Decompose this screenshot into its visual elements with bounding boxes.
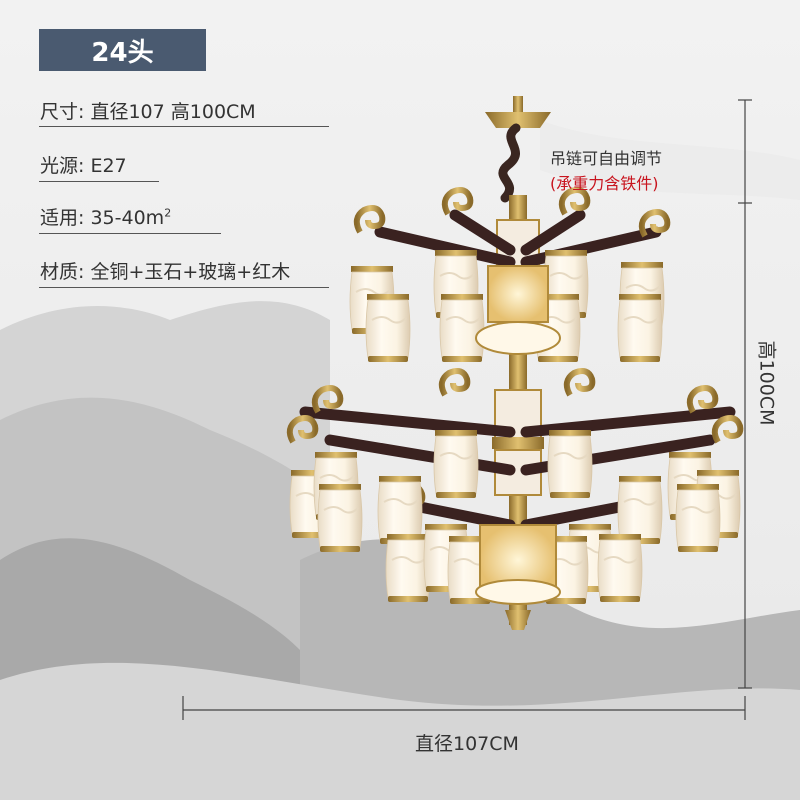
head-count-badge: 24头 xyxy=(39,29,206,71)
spec-area-superscript: 2 xyxy=(164,206,172,220)
diameter-label: 直径107CM xyxy=(415,733,519,755)
spec-light-value: E27 xyxy=(90,155,127,177)
chandelier-illustration xyxy=(290,96,741,630)
spec-size: 尺寸: 直径107 高100CM xyxy=(40,101,256,123)
spec-material-value: 全铜+玉石+玻璃+红木 xyxy=(90,261,291,283)
spec-area: 适用: 35-40m2 xyxy=(40,206,172,229)
head-count-label: 24头 xyxy=(91,37,154,68)
divider xyxy=(39,287,329,288)
spec-light-label: 光源 xyxy=(40,155,79,177)
spec-size-value: 直径107 高100CM xyxy=(90,101,256,123)
spec-size-label: 尺寸 xyxy=(40,101,79,123)
divider xyxy=(39,233,221,234)
spec-material: 材质: 全铜+玉石+玻璃+红木 xyxy=(40,261,291,283)
spec-area-label: 适用 xyxy=(40,207,79,229)
spec-light-source: 光源: E27 xyxy=(40,155,127,177)
chain-adjustable-note: 吊链可自由调节 xyxy=(550,149,663,168)
spec-material-label: 材质 xyxy=(40,261,79,283)
divider xyxy=(39,126,329,127)
load-bearing-note: (承重力含铁件) xyxy=(550,174,659,193)
height-label: 高100CM xyxy=(755,340,778,426)
spec-area-value: 35-40m xyxy=(90,207,165,229)
divider xyxy=(39,181,159,182)
